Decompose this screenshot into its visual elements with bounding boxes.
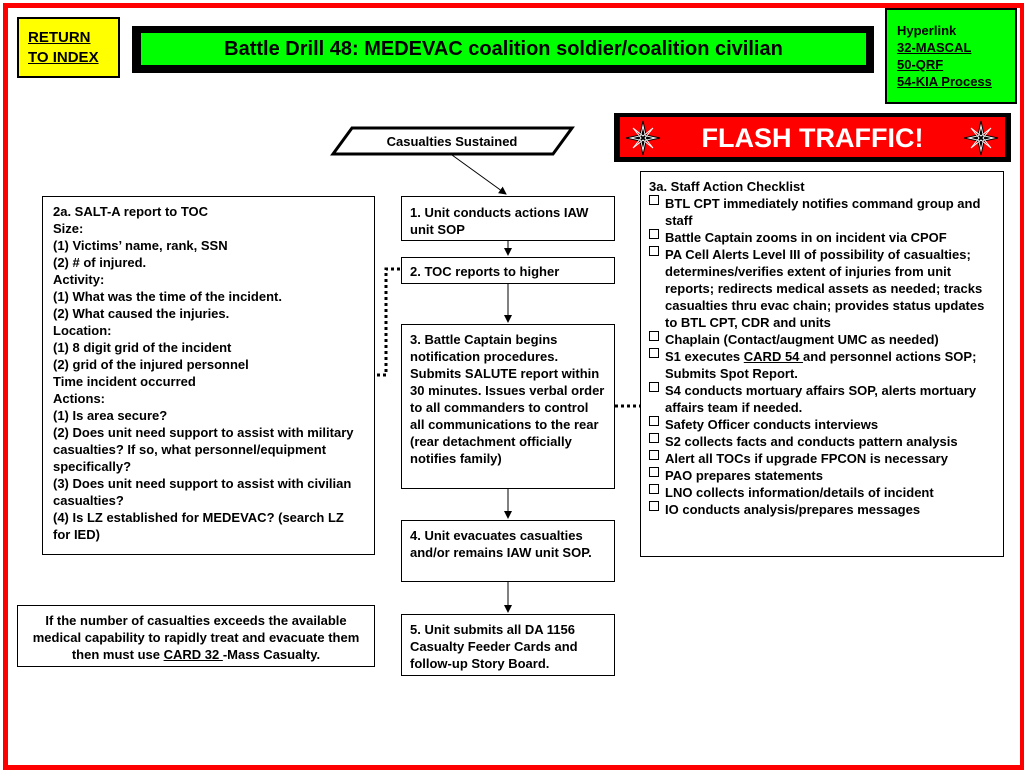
flash-traffic-label: FLASH TRAFFIC! bbox=[701, 123, 924, 153]
checklist-item-text: S2 collects facts and conducts pattern a… bbox=[665, 434, 958, 449]
return-to-index-button[interactable]: RETURN TO INDEX bbox=[17, 17, 120, 78]
card-32-link[interactable]: CARD 32 bbox=[163, 647, 223, 662]
salt-line: Location: bbox=[53, 323, 112, 338]
step-4-box: 4. Unit evacuates casualties and/or rema… bbox=[401, 520, 615, 582]
salt-line: Activity: bbox=[53, 272, 105, 287]
flash-traffic-panel: FLASH TRAFFIC! bbox=[620, 117, 1005, 157]
salt-line: (1) 8 digit grid of the incident bbox=[53, 340, 232, 355]
checklist-item: PAO prepares statements bbox=[649, 467, 995, 484]
checklist-item: Chaplain (Contact/augment UMC as needed) bbox=[649, 331, 995, 348]
step-4-text: 4. Unit evacuates casualties and/or rema… bbox=[410, 528, 592, 560]
checkbox-icon[interactable] bbox=[649, 450, 659, 460]
staff-checklist-header: 3a. Staff Action Checklist bbox=[649, 179, 805, 194]
link-32-mascal[interactable]: 32-MASCAL bbox=[897, 40, 972, 55]
step-5-text: 5. Unit submits all DA 1156 Casualty Fee… bbox=[410, 622, 578, 671]
step-5-box: 5. Unit submits all DA 1156 Casualty Fee… bbox=[401, 614, 615, 676]
checklist-item-text: PAO prepares statements bbox=[665, 468, 823, 483]
start-parallelogram bbox=[330, 126, 575, 156]
salt-line: Actions: bbox=[53, 391, 105, 406]
s1-text-end: and personnel actions SOP; Submits Spot … bbox=[665, 349, 977, 381]
checkbox-icon[interactable] bbox=[649, 433, 659, 443]
step-1-box: 1. Unit conducts actions IAW unit SOP bbox=[401, 196, 615, 241]
arrow-start-to-step1 bbox=[451, 154, 507, 195]
salt-line: (2) grid of the injured personnel bbox=[53, 357, 249, 372]
checklist-item-text: S4 conducts mortuary affairs SOP, alerts… bbox=[665, 383, 977, 415]
card-54-link[interactable]: CARD 54 bbox=[743, 349, 804, 364]
checkbox-icon[interactable] bbox=[649, 416, 659, 426]
hyperlink-panel: Hyperlink 32-MASCAL 50-QRF 54-KIA Proces… bbox=[885, 8, 1017, 104]
note-text-end: -Mass Casualty. bbox=[222, 647, 321, 662]
salt-line: Size: bbox=[53, 221, 84, 236]
return-label-line2: TO INDEX bbox=[28, 49, 99, 66]
checkbox-icon[interactable] bbox=[649, 484, 659, 494]
salt-line: Time incident occurred bbox=[53, 374, 196, 389]
checklist-item-text: LNO collects information/details of inci… bbox=[665, 485, 934, 500]
compass-star-icon-left bbox=[625, 120, 661, 156]
step-3-box: 3. Battle Captain begins notification pr… bbox=[401, 324, 615, 489]
checklist-item: LNO collects information/details of inci… bbox=[649, 484, 995, 501]
salt-line: (1) Victims’ name, rank, SSN bbox=[53, 238, 228, 253]
hyperlink-header: Hyperlink bbox=[897, 23, 957, 38]
checklist-item: Battle Captain zooms in on incident via … bbox=[649, 229, 995, 246]
s1-text-start: S1 executes bbox=[665, 349, 744, 364]
checkbox-icon[interactable] bbox=[649, 331, 659, 341]
step-1-text: 1. Unit conducts actions IAW unit SOP bbox=[410, 205, 589, 237]
dotted-link-salt bbox=[375, 267, 400, 377]
checklist-item-text: BTL CPT immediately notifies command gro… bbox=[665, 196, 981, 228]
checklist-item-text: Alert all TOCs if upgrade FPCON is neces… bbox=[665, 451, 948, 466]
page-title: Battle Drill 48: MEDEVAC coalition soldi… bbox=[141, 33, 866, 65]
checklist-item-text: PA Cell Alerts Level III of possibility … bbox=[665, 247, 985, 330]
note-text: If the number of casualties exceeds the … bbox=[32, 613, 360, 662]
compass-star-icon-right bbox=[963, 120, 999, 156]
checklist-item: IO conducts analysis/prepares messages bbox=[649, 501, 995, 518]
staff-checklist-box: 3a. Staff Action Checklist BTL CPT immed… bbox=[640, 171, 1004, 557]
checklist-item-text: Battle Captain zooms in on incident via … bbox=[665, 230, 947, 245]
checklist-item-text: IO conducts analysis/prepares messages bbox=[665, 502, 921, 517]
salt-line: (2) # of injured. bbox=[53, 255, 147, 270]
checkbox-icon[interactable] bbox=[649, 382, 659, 392]
salt-line: 2a. SALT-A report to TOC bbox=[53, 204, 209, 219]
checklist-item-text: S1 executes CARD 54 and personnel action… bbox=[665, 348, 995, 382]
checklist-item: Alert all TOCs if upgrade FPCON is neces… bbox=[649, 450, 995, 467]
checkbox-icon[interactable] bbox=[649, 246, 659, 256]
checkbox-icon[interactable] bbox=[649, 467, 659, 477]
checkbox-icon[interactable] bbox=[649, 195, 659, 205]
step-3-text: 3. Battle Captain begins notification pr… bbox=[410, 332, 605, 466]
salt-line: (3) Does unit need support to assist wit… bbox=[53, 476, 352, 508]
step-2-box: 2. TOC reports to higher bbox=[401, 257, 615, 284]
salt-report-box: 2a. SALT-A report to TOC Size: (1) Victi… bbox=[42, 196, 375, 555]
checkbox-icon[interactable] bbox=[649, 348, 659, 358]
salt-line: (4) Is LZ established for MEDEVAC? (sear… bbox=[53, 510, 344, 542]
checklist-item-text: Safety Officer conducts interviews bbox=[665, 417, 879, 432]
checklist-item-text: Chaplain (Contact/augment UMC as needed) bbox=[665, 332, 939, 347]
salt-line: (1) What was the time of the incident. bbox=[53, 289, 282, 304]
return-label-line1: RETURN bbox=[28, 29, 91, 46]
checklist-item: S1 executes CARD 54 and personnel action… bbox=[649, 348, 995, 382]
checklist-item: S2 collects facts and conducts pattern a… bbox=[649, 433, 995, 450]
salt-line: (2) Does unit need support to assist wit… bbox=[53, 425, 354, 474]
mascal-note-box: If the number of casualties exceeds the … bbox=[17, 605, 375, 667]
step-2-text: 2. TOC reports to higher bbox=[410, 264, 560, 279]
link-50-qrf[interactable]: 50-QRF bbox=[897, 57, 944, 72]
checklist-item: PA Cell Alerts Level III of possibility … bbox=[649, 246, 995, 331]
start-label: Casualties Sustained bbox=[386, 134, 518, 149]
checkbox-icon[interactable] bbox=[649, 501, 659, 511]
checklist-item: BTL CPT immediately notifies command gro… bbox=[649, 195, 995, 229]
link-54-kia-process[interactable]: 54-KIA Process bbox=[897, 74, 992, 89]
checklist-item: S4 conducts mortuary affairs SOP, alerts… bbox=[649, 382, 995, 416]
checklist-item: Safety Officer conducts interviews bbox=[649, 416, 995, 433]
salt-line: (2) What caused the injuries. bbox=[53, 306, 230, 321]
checkbox-icon[interactable] bbox=[649, 229, 659, 239]
salt-line: (1) Is area secure? bbox=[53, 408, 168, 423]
